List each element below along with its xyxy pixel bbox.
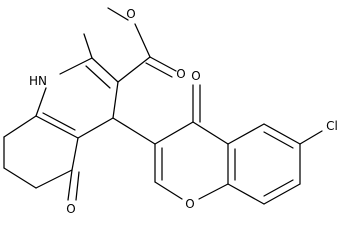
bond-c7-c6 — [3, 167, 37, 189]
bond-o1-c8ap — [198, 183, 229, 200]
bond-ester-carbonyl — [149, 56, 177, 72]
bonds — [3, 7, 323, 205]
bond-c4-c4a — [77, 117, 114, 139]
bond-ester-oxygen-carbon — [134, 23, 151, 58]
bond-ester-to-ring — [117, 56, 151, 83]
atom-label-ester-carbonyl-oxygen: O — [176, 67, 185, 81]
bond-chlorine — [299, 130, 323, 145]
atom-labels: HN O O O O O Cl — [29, 7, 338, 216]
bond-c3-c4 — [112, 81, 119, 119]
atom-label-chlorine: Cl — [326, 119, 338, 133]
bond-c2-nh — [59, 57, 93, 75]
bond-c5p-c6p — [263, 123, 301, 145]
bond-c5p-c6p-double — [263, 131, 294, 149]
bond-c2-c3-double — [85, 65, 111, 89]
atom-label-nh: HN — [29, 74, 47, 88]
bond-methyl — [83, 33, 93, 59]
bond-ketone-double — [75, 171, 80, 201]
bond-c7p-c8p-double — [263, 179, 294, 197]
bond-c8p-c8ap — [227, 183, 265, 205]
bond-c2-c3 — [91, 57, 119, 83]
bond-nh-c8a — [35, 87, 47, 117]
atom-label-ester-ether-oxygen: O — [126, 7, 135, 21]
bond-c8a-c8 — [3, 115, 37, 138]
bond-c4p-c4ap — [192, 121, 229, 145]
bond-c4-chromone — [112, 117, 156, 145]
atom-label-ketone-oxygen: O — [66, 202, 75, 216]
bond-c6-c5 — [35, 169, 73, 189]
bond-ester-carbonyl-double — [145, 62, 173, 78]
atom-label-pyran-oxygen: O — [185, 197, 194, 211]
bond-c4a-c8a-double — [42, 112, 76, 131]
bond-c3p-c4p — [154, 121, 194, 145]
molecule-structure-diagram: HN O O O O O Cl — [3, 7, 338, 216]
bond-c4a-c8a — [35, 115, 79, 139]
bond-ketone — [67, 169, 73, 201]
bond-c7p-c8p — [263, 183, 301, 205]
bond-c2p-o1 — [154, 181, 183, 200]
bond-c4ap-c5p — [227, 123, 265, 145]
bond-methoxy-ch3 — [107, 7, 129, 21]
atom-label-chromone-carbonyl-oxygen: O — [191, 69, 200, 83]
bond-c5-c4a — [71, 137, 79, 171]
